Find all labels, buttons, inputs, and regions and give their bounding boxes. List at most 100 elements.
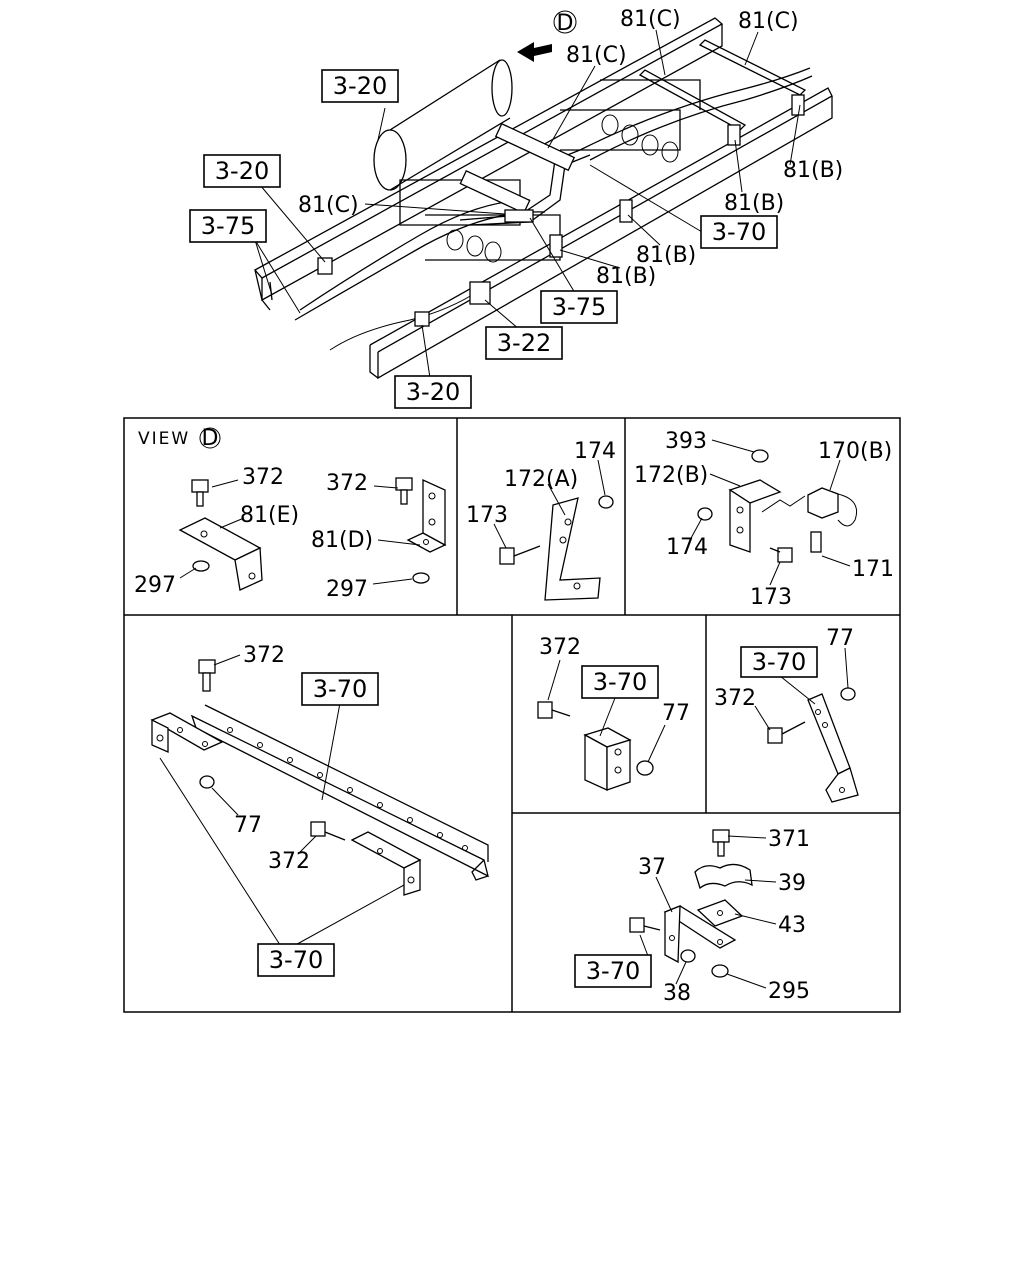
label-37: 37 <box>638 855 666 880</box>
rail-3-70 <box>190 714 489 878</box>
label-171: 171 <box>852 557 894 582</box>
ref-box-3-75-a[interactable]: 3-75 <box>189 209 267 243</box>
bracket-left <box>150 712 224 751</box>
ref-box-3-20-a[interactable]: 3-20 <box>321 69 399 103</box>
label-3-70: 3-70 <box>586 957 640 985</box>
label-172b: 172(B) <box>634 463 708 488</box>
label-170b: 170(B) <box>818 439 892 464</box>
callout-81c-left: 81(C) <box>298 193 359 218</box>
label-81d: 81(D) <box>311 528 373 553</box>
nut-77 <box>636 760 654 776</box>
ref-box-3-20-b[interactable]: 3-20 <box>203 154 281 188</box>
callout-81c-top-left: 81(C) <box>620 7 681 32</box>
bolt-3-70 <box>629 917 645 933</box>
view-marker-letter: D <box>557 11 574 36</box>
chassis-overview <box>253 17 833 380</box>
nut-38 <box>680 949 696 963</box>
ref-box-3-70-a[interactable] <box>301 672 379 706</box>
callout-81c-mid: 81(C) <box>566 43 627 68</box>
label-371: 371 <box>768 827 810 852</box>
label-372: 372 <box>539 635 581 660</box>
label-3-70: 3-70 <box>593 668 647 696</box>
bolt-372 <box>767 727 783 744</box>
nut-297-a <box>192 560 210 572</box>
callout-81c-top-right: 81(C) <box>738 9 799 34</box>
label-3-70-a: 3-70 <box>313 675 367 703</box>
label-372-b: 372 <box>326 471 368 496</box>
label-81e: 81(E) <box>240 503 299 528</box>
ref-box-3-22[interactable]: 3-22 <box>485 326 563 360</box>
label-77: 77 <box>234 813 262 838</box>
ref-box-3-70[interactable] <box>581 665 659 699</box>
callout-81b-2: 81(B) <box>724 191 784 216</box>
view-marker-letter: D <box>202 426 219 451</box>
svg-text:3-70: 3-70 <box>712 218 766 246</box>
bracket-right <box>350 831 422 869</box>
label-372-a: 372 <box>243 643 285 668</box>
panel-rail: 372 3-70 77 372 3-70 <box>150 643 489 977</box>
label-297-a: 297 <box>134 573 176 598</box>
bolt-372-a <box>198 659 216 674</box>
clamp-39 <box>694 863 753 890</box>
ref-box-3-70[interactable] <box>740 646 818 678</box>
nut-297-b <box>412 572 430 584</box>
ref-box-3-75-b[interactable]: 3-75 <box>540 290 618 324</box>
ref-box-3-70[interactable]: 3-70 <box>700 215 778 249</box>
label-372-a: 372 <box>242 465 284 490</box>
label-297-b: 297 <box>326 577 368 602</box>
panel-bracket-172b: 393 172(B) 170(B) 174 173 171 <box>634 429 894 610</box>
bolt-171 <box>810 531 822 553</box>
callout-81b-3: 81(B) <box>636 243 696 268</box>
callout-81b-4: 81(B) <box>596 264 656 289</box>
label-77: 77 <box>826 626 854 651</box>
bolt-173 <box>777 547 793 563</box>
view-direction-arrow <box>517 42 552 62</box>
nut-295 <box>711 964 729 978</box>
svg-text:3-75: 3-75 <box>201 212 255 240</box>
nut-174 <box>598 495 614 509</box>
bracket-bent-3-70 <box>807 693 851 775</box>
svg-text:3-20: 3-20 <box>333 72 387 100</box>
label-39: 39 <box>778 871 806 896</box>
label-38: 38 <box>663 981 691 1006</box>
label-173: 173 <box>466 503 508 528</box>
label-393: 393 <box>665 429 707 454</box>
view-marker-circle: D <box>553 10 577 36</box>
panel-clamp-assembly: 371 37 39 43 3-70 38 295 <box>574 827 810 1006</box>
panel-view-d: VIEW D 372 81(E) 297 372 81(D) 297 <box>134 426 447 602</box>
detail-panels-frame <box>123 417 901 1013</box>
bolt-372-b <box>310 821 326 837</box>
ref-box-3-70[interactable] <box>574 954 652 988</box>
label-295: 295 <box>768 979 810 1004</box>
view-label: VIEW <box>138 429 190 449</box>
clip-170b <box>807 487 839 519</box>
label-3-70: 3-70 <box>752 648 806 676</box>
label-77: 77 <box>662 701 690 726</box>
svg-text:3-75: 3-75 <box>552 293 606 321</box>
label-174: 174 <box>666 535 708 560</box>
panel-bracket-3-70-a: 372 3-70 77 <box>537 635 690 792</box>
bolt-372 <box>537 701 553 719</box>
ref-box-3-20-c[interactable]: 3-20 <box>394 375 472 409</box>
nut-174 <box>697 507 713 521</box>
nut-393 <box>751 449 769 463</box>
overview-leaders <box>254 29 801 379</box>
label-3-70-b: 3-70 <box>269 946 323 974</box>
label-174: 174 <box>574 439 616 464</box>
ref-box-3-70-b[interactable] <box>257 943 335 977</box>
panel-bracket-172a: 174 172(A) 173 <box>466 439 616 601</box>
nut-77 <box>199 775 215 789</box>
svg-text:3-20: 3-20 <box>406 378 460 406</box>
label-172a: 172(A) <box>504 467 578 492</box>
bolt-173 <box>499 547 515 565</box>
label-372-b: 372 <box>268 849 310 874</box>
bracket-172a <box>544 497 601 601</box>
label-372: 372 <box>714 686 756 711</box>
bolt-372-b <box>395 477 413 491</box>
label-43: 43 <box>778 913 806 938</box>
bolt-372-a <box>191 479 209 493</box>
callout-81b-1: 81(B) <box>783 158 843 183</box>
svg-text:3-22: 3-22 <box>497 329 551 357</box>
svg-text:3-20: 3-20 <box>215 157 269 185</box>
